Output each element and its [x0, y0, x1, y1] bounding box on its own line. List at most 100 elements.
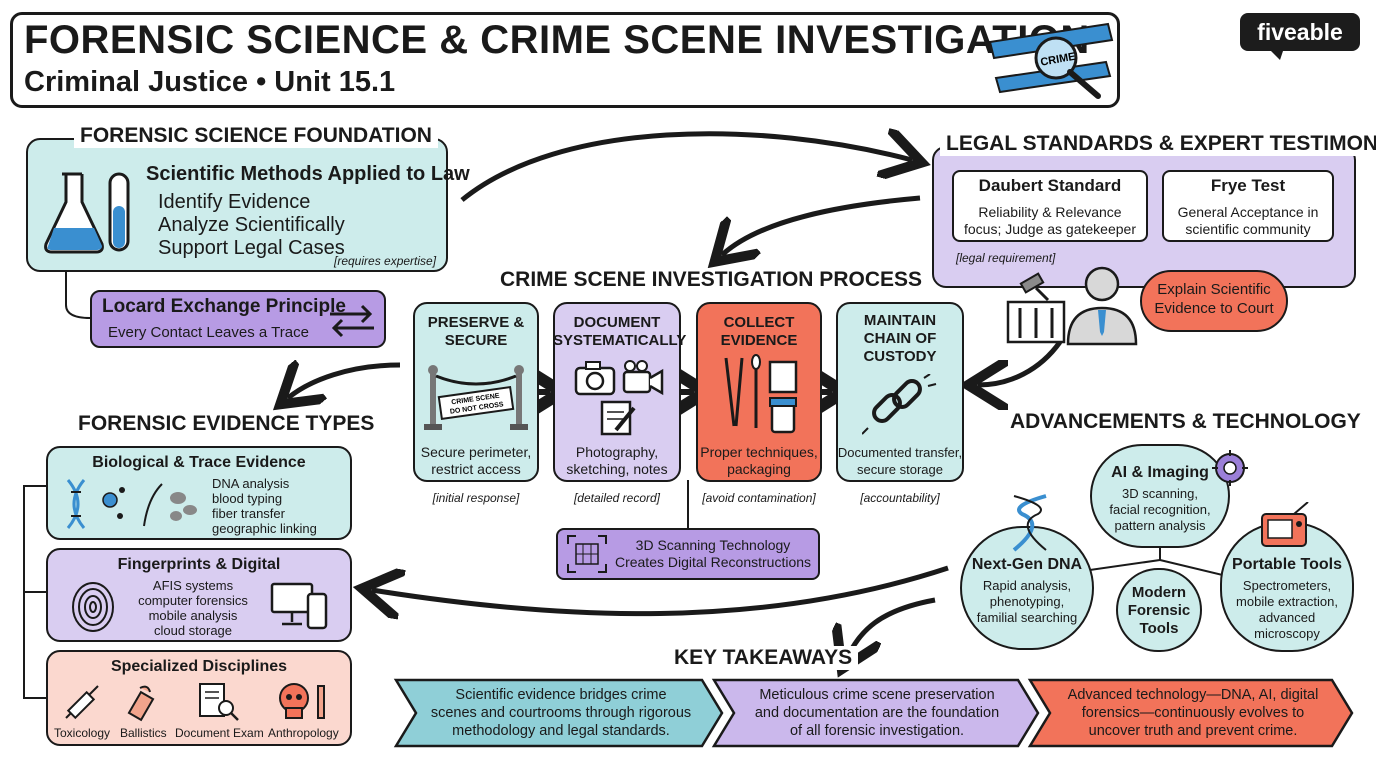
- step-title: DOCUMENT SYSTEMATICALLY: [553, 314, 687, 349]
- bio-panel: [46, 446, 352, 540]
- locard-title: Locard Exchange Principle: [102, 296, 346, 317]
- bio-list: DNA analysis blood typing fiber transfer…: [212, 476, 317, 536]
- portable-list: Spectrometers, mobile extraction, advanc…: [1236, 578, 1338, 641]
- barrier-tape-icon: CRIME SCENE DO NOT CROSS: [424, 365, 528, 430]
- tweezers-swab-icon: [724, 354, 798, 434]
- bio-title: Biological & Trace Evidence: [92, 454, 306, 471]
- logo-tail: [1268, 48, 1284, 60]
- arrow-process-to-evidence: [288, 365, 401, 398]
- takeaway-chevron-3: [1027, 678, 1354, 748]
- arrow-legal-to-process: [722, 195, 921, 255]
- document-magnifier-icon: [199, 683, 239, 721]
- step-title: MAINTAIN CHAIN OF CUSTODY: [863, 312, 937, 365]
- takeaway-1: Scientific evidence bridges crime scenes…: [430, 687, 692, 739]
- skull-bone-icon: [279, 683, 325, 719]
- ai-circle: [1090, 444, 1230, 548]
- arrow-tech-to-evidence: [372, 568, 949, 614]
- step-note: [detailed record]: [573, 491, 661, 505]
- digital-list: AFIS systems computer forensics mobile a…: [138, 578, 248, 638]
- dna-circle: [960, 526, 1094, 650]
- step-desc: Photography, sketching, notes: [566, 444, 668, 477]
- courthouse-expert-icon: [1006, 266, 1138, 346]
- page-subtitle: Criminal Justice • Unit 15.1: [24, 66, 396, 98]
- tech-heading: ADVANCEMENTS & TECHNOLOGY: [1004, 410, 1367, 434]
- ai-title: AI & Imaging: [1111, 464, 1209, 481]
- locard-panel: [90, 290, 386, 348]
- locard-desc: Every Contact Leaves a Trace: [108, 324, 309, 341]
- step-note: [avoid contamination]: [702, 491, 816, 505]
- takeaway-chevron-2: [711, 678, 1040, 748]
- flask-icon: [44, 172, 130, 254]
- foundation-list: Identify Evidence Analyze Scientifically…: [158, 191, 345, 260]
- syringe-icon: [65, 685, 99, 720]
- step-note: [initial response]: [432, 491, 520, 505]
- special-label: Document Exam: [175, 726, 264, 740]
- daubert-title: Daubert Standard: [978, 176, 1122, 195]
- legal-heading: LEGAL STANDARDS & EXPERT TESTIMONY: [940, 132, 1376, 156]
- portable-title: Portable Tools: [1232, 556, 1342, 573]
- fiveable-logo[interactable]: fiveable: [1240, 13, 1360, 51]
- foundation-heading: FORENSIC SCIENCE FOUNDATION: [74, 124, 438, 148]
- legal-note: [legal requirement]: [956, 251, 1056, 265]
- locard-connector: [65, 270, 91, 319]
- evidence-bracket: [23, 485, 46, 699]
- foundation-subheading: Scientific Methods Applied to Law: [146, 163, 470, 185]
- title-box: [10, 12, 1120, 108]
- step-collect: [696, 302, 822, 482]
- foundation-note: [requires expertise]: [334, 254, 437, 268]
- takeaway-2: Meticulous crime scene preservation and …: [754, 687, 1000, 739]
- ai-list: 3D scanning, facial recognition, pattern…: [1109, 486, 1211, 533]
- list-item: Analyze Scientifically: [158, 214, 345, 236]
- center-circle: [1116, 568, 1202, 652]
- portable-circle: [1220, 522, 1354, 652]
- digital-title: Fingerprints & Digital: [117, 556, 281, 573]
- frye-desc: General Acceptance in scientific communi…: [1177, 204, 1319, 237]
- dna-title: Next-Gen DNA: [971, 556, 1083, 573]
- step-note: [accountability]: [860, 491, 940, 505]
- camera-video-notes-icon: [574, 360, 664, 436]
- special-label: Toxicology: [54, 726, 111, 740]
- takeaway-3: Advanced technology—DNA, AI, digital for…: [1067, 687, 1319, 739]
- portable-device-icon: [1261, 502, 1309, 547]
- page-title: FORENSIC SCIENCE & CRIME SCENE INVESTIGA…: [24, 18, 1090, 62]
- exchange-arrows-icon: [330, 304, 374, 338]
- arrow-legal-to-custody: [978, 340, 1063, 385]
- list-item: Identify Evidence: [158, 191, 311, 213]
- daubert-box: [952, 170, 1148, 242]
- discipline-icons: [65, 683, 325, 722]
- dna-helix-icon: [1012, 494, 1047, 552]
- bullet-icon: [127, 685, 155, 722]
- fingerprint-icon: [72, 582, 114, 632]
- testimony-text: Explain Scientific Evidence to Court: [1154, 281, 1274, 317]
- dna-list: Rapid analysis, phenotyping, familial se…: [976, 578, 1078, 625]
- daubert-desc: Reliability & Relevance focus; Judge as …: [963, 204, 1136, 237]
- testimony-bubble: [1140, 270, 1288, 332]
- ai-chip-icon: [1212, 450, 1248, 486]
- crime-tape-icon: CRIME: [988, 22, 1114, 99]
- step-title: COLLECT EVIDENCE: [720, 314, 798, 349]
- frye-title: Frye Test: [1210, 176, 1286, 195]
- special-title: Specialized Disciplines: [110, 658, 288, 675]
- takeaway-chevron-1: [393, 678, 724, 748]
- evidence-heading: FORENSIC EVIDENCE TYPES: [72, 412, 381, 436]
- 3d-scan-icon: [567, 535, 607, 573]
- special-label: Ballistics: [120, 726, 167, 740]
- list-item: Support Legal Cases: [158, 237, 345, 259]
- special-label: Anthropology: [268, 726, 339, 740]
- digital-panel: [46, 548, 352, 642]
- center-label: Modern Forensic Tools: [1127, 584, 1191, 637]
- dna-bacteria-hair-icon: [66, 479, 197, 529]
- takeaways-heading: KEY TAKEAWAYS: [668, 646, 859, 670]
- chain-link-icon: [862, 374, 937, 435]
- frye-box: [1162, 170, 1334, 242]
- step-desc: Documented transfer, secure storage: [837, 445, 963, 477]
- scanning-text: 3D Scanning Technology Creates Digital R…: [614, 537, 812, 570]
- process-heading: CRIME SCENE INVESTIGATION PROCESS: [494, 268, 928, 292]
- step-desc: Secure perimeter, restrict access: [420, 444, 532, 477]
- arrow-foundation-to-legal: [460, 134, 912, 202]
- step-title: PRESERVE & SECURE: [427, 314, 525, 349]
- computer-phone-icon: [270, 582, 328, 630]
- step-desc: Proper techniques, packaging: [700, 444, 818, 477]
